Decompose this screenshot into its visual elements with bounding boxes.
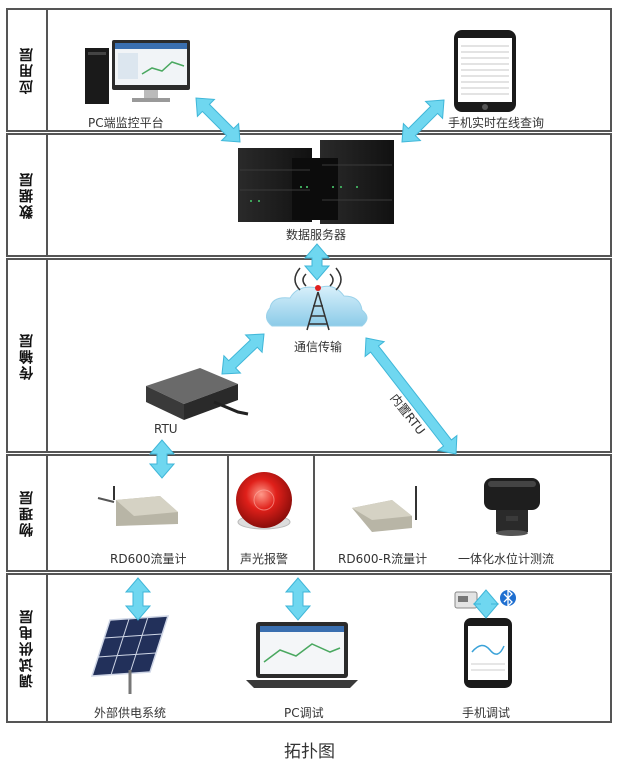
layer-transport: 传输层 bbox=[6, 258, 612, 453]
label-rd600r: RD600-R流量计 bbox=[338, 552, 428, 566]
label-data-server: 数据服务器 bbox=[286, 228, 347, 242]
rd600-flowmeter-icon bbox=[97, 486, 178, 526]
label-solar: 外部供电系统 bbox=[94, 706, 167, 720]
sensor-module-icon bbox=[454, 591, 478, 609]
arrow-rtu-to-rd600 bbox=[148, 439, 176, 479]
figure-caption: 拓扑图 bbox=[284, 742, 335, 762]
server-rack-icon bbox=[238, 140, 394, 224]
label-rd600: RD600流量计 bbox=[110, 552, 187, 566]
solar-panel-icon bbox=[90, 615, 170, 694]
arrow-server-to-comm bbox=[303, 243, 331, 281]
rd600r-flowmeter-icon bbox=[352, 486, 417, 532]
label-pc-debug: PC调试 bbox=[284, 706, 324, 720]
alarm-icon bbox=[236, 472, 292, 530]
label-level-flow: 一体化水位计测流 bbox=[458, 552, 555, 566]
bluetooth-icon bbox=[500, 588, 516, 608]
arrow-comm-to-rtu bbox=[221, 333, 265, 375]
arrow-phone-link bbox=[472, 589, 500, 619]
mobile-query-icon bbox=[454, 30, 516, 112]
cell-divider bbox=[313, 456, 315, 570]
phone-debug-icon bbox=[464, 618, 512, 688]
arrow-pc-to-server bbox=[195, 97, 241, 143]
pc-monitor-icon bbox=[85, 40, 190, 104]
label-alarm: 声光报警 bbox=[240, 552, 289, 566]
label-phone-debug: 手机调试 bbox=[462, 706, 511, 720]
level-flow-sensor-icon bbox=[484, 478, 540, 536]
arrow-alarm-to-laptop bbox=[284, 577, 312, 621]
laptop-icon bbox=[246, 622, 358, 688]
layer-label-physical: 物理层 bbox=[8, 456, 48, 570]
layer-label-debug-power: 调试供电层 bbox=[8, 575, 48, 721]
cloud-tower-icon bbox=[266, 267, 368, 331]
arrow-mobile-to-server bbox=[401, 99, 445, 143]
arrow-comm-to-rd600r bbox=[364, 337, 458, 455]
layer-label-data: 数据层 bbox=[8, 135, 48, 255]
label-mobile-query: 手机实时在线查询 bbox=[448, 116, 545, 130]
rtu-icon bbox=[146, 368, 249, 420]
label-rtu: RTU bbox=[154, 422, 178, 436]
connection-arrows bbox=[124, 97, 500, 621]
label-comm: 通信传输 bbox=[294, 340, 343, 354]
label-pc-monitor: PC端监控平台 bbox=[88, 116, 164, 130]
cell-divider bbox=[227, 456, 229, 570]
layer-label-application: 应用层 bbox=[8, 10, 48, 130]
layer-label-transport: 传输层 bbox=[8, 260, 48, 451]
arrow-rd600-to-solar bbox=[124, 577, 152, 621]
